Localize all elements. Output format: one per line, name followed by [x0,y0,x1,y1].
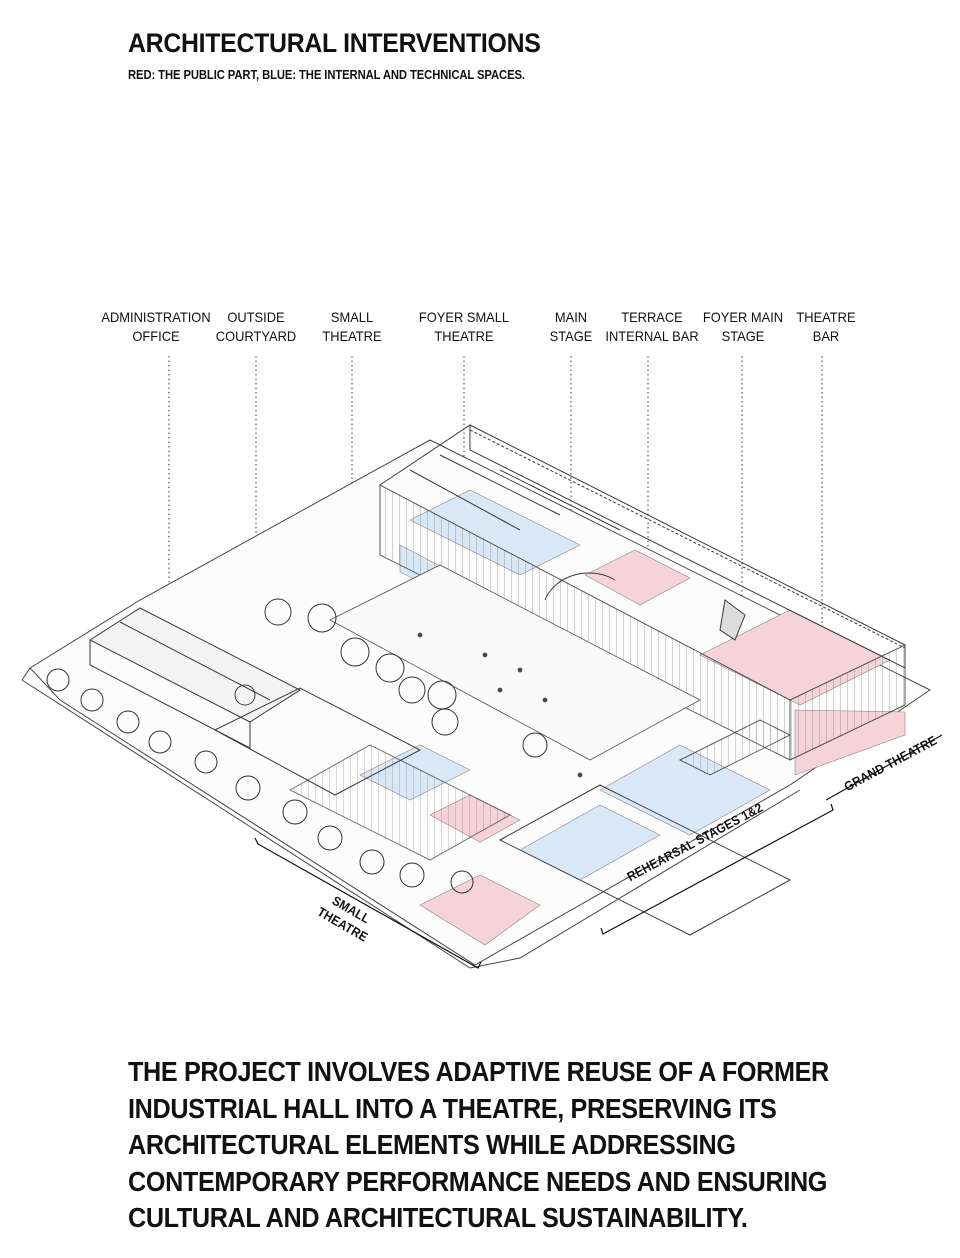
callout-line: COURTYARD [215,328,297,344]
callout-line: THEATRE [434,328,494,344]
callout-line: ADMINISTRATION [101,309,211,325]
bracket-grand-theatre [825,734,943,801]
tree [264,598,292,626]
callout-theatre-bar: THEATRE BAR [796,308,855,346]
tree [235,775,261,801]
callout-line: BAR [812,328,840,344]
description-line: CONTEMPORARY PERFORMANCE NEEDS AND ENSUR… [128,1165,828,1197]
callout-line: STAGE [549,328,593,344]
stage-arch [544,572,616,601]
callout-foyer-small-theatre: FOYER SMALL THEATRE [419,308,509,346]
description-line: THE PROJECT INVOLVES ADAPTIVE REUSE OF A… [128,1056,829,1087]
description-line: ARCHITECTURAL ELEMENTS WHILE ADDRESSING [128,1129,736,1160]
courtyard-feature [234,684,256,706]
callout-line: THEATRE [796,309,856,325]
zone-public [419,874,541,946]
admin-roof [119,621,271,701]
tree [148,730,172,754]
trees [46,598,548,894]
zone-public [584,549,691,606]
callout-line: THEATRE [322,328,382,344]
callout-main-stage: MAIN STAGE [550,308,593,346]
page-title: ARCHITECTURAL INTERVENTIONS [128,28,541,58]
tree [46,668,70,692]
tree [359,849,385,875]
tree [340,637,370,667]
street-edge [21,679,801,969]
callout-terrace-internal-bar: TERRACE INTERNAL BAR [605,308,698,346]
callout-line: TERRACE [621,309,683,325]
callout-line: FOYER MAIN [702,309,784,325]
street-edge-left [21,667,31,681]
hall-truss [409,454,621,531]
figure [517,667,523,673]
hall-right-wall [789,644,906,761]
courtyard-plaza [329,564,701,761]
tree [398,676,426,704]
rehearsal-steps [678,719,792,776]
tree [116,710,140,734]
west-buildings [88,607,792,936]
callout-outside-courtyard: OUTSIDE COURTYARD [216,308,296,346]
zone-internal [599,744,771,836]
callout-line: OFFICE [132,328,180,344]
foyer-stair [719,599,746,641]
callout-line: OUTSIDE [227,309,285,325]
callout-line: MAIN [554,309,588,325]
section-brackets [254,734,943,969]
callout-small-theatre: SMALL THEATRE [322,308,381,346]
tree [399,862,425,888]
figure [417,632,423,638]
tree [450,870,474,894]
hall-back-wall [469,429,906,649]
admin-building [88,607,302,723]
callout-administration-office: ADMINISTRATION OFFICE [101,308,210,346]
courtyard-building [213,687,422,796]
tree [431,708,459,736]
description-line: CULTURAL AND ARCHITECTURAL SUSTAINABILIT… [128,1202,748,1233]
description-line: INDUSTRIAL HALL INTO A THEATRE, PRESERVI… [128,1092,777,1124]
central-courtyard [329,564,701,778]
callout-line: INTERNAL BAR [605,328,699,344]
admin-wall [89,640,251,749]
tree [282,799,308,825]
figure [482,652,488,658]
tree [375,653,405,683]
figure [497,687,503,693]
tree [194,750,218,774]
callout-line: SMALL [330,309,374,325]
callout-line: STAGE [721,328,765,344]
tree [307,603,337,633]
figure [577,772,583,778]
bracket-small-theatre [254,837,482,969]
callout-line: FOYER SMALL [418,309,510,325]
figure [542,697,548,703]
tree [317,825,343,851]
rehearsal-block [498,784,792,936]
page-subtitle: RED: THE PUBLIC PART, BLUE: THE INTERNAL… [128,68,525,82]
tree [522,732,548,758]
small-theatre-block [288,744,512,861]
callout-foyer-main-stage: FOYER MAIN STAGE [703,308,783,346]
bracket-rehearsal [600,803,834,935]
main-hall [379,424,906,761]
tree [80,688,104,712]
project-description: THE PROJECT INVOLVES ADAPTIVE REUSE OF A… [128,1054,830,1237]
